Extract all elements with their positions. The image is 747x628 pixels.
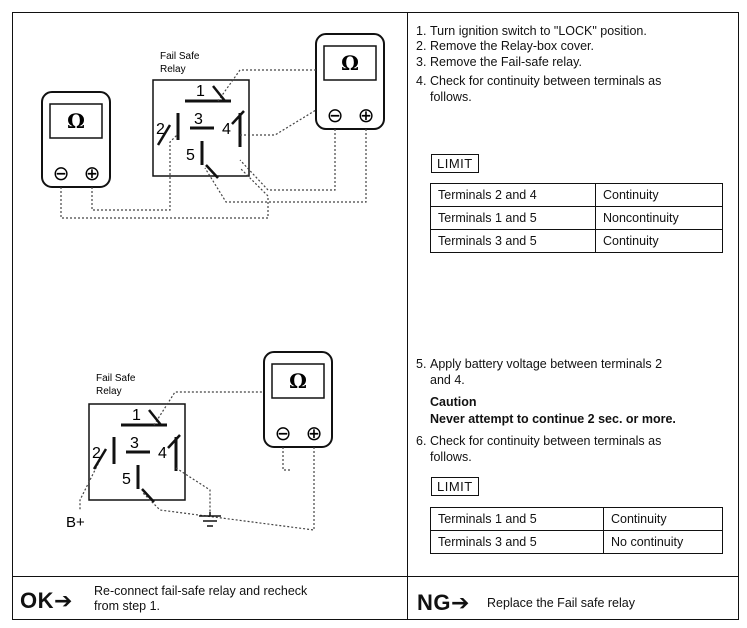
result-cell: Noncontinuity [595,206,723,230]
terminal-4-label: 4 [222,121,231,138]
caution-title: Caution [430,395,477,409]
continuity-table-2: Terminals 1 and 5 Continuity Terminals 3… [430,507,723,554]
plus-terminal-icon: ⊕ [84,161,101,185]
table-row: Terminals 1 and 5 Continuity [430,507,723,531]
ng-label: NG➔ [417,590,470,615]
ohmmeter-bottom: Ω ⊖ ⊕ [263,351,333,448]
result-cell: Continuity [603,507,723,531]
limit-badge: LIMIT [431,154,479,173]
result-cell: Continuity [595,229,723,253]
step-1: 1.Turn ignition switch to "LOCK" positio… [416,24,647,38]
terminal-4-label: 4 [158,445,167,462]
ng-text: Replace the Fail safe relay [487,596,635,610]
terminal-1-label: 1 [132,407,141,424]
limit-badge: LIMIT [431,477,479,496]
ok-text: Re-connect fail-safe relay and recheck f… [94,584,308,613]
minus-terminal-icon: ⊖ [327,103,344,127]
table-row: Terminals 3 and 5 No continuity [430,530,723,554]
ohm-icon: Ω [289,369,307,393]
ohm-icon: Ω [67,109,85,133]
terminal-2-label: 2 [156,121,165,138]
ok-label: OK➔ [20,588,73,613]
terminal-5-label: 5 [186,147,195,164]
ohm-icon: Ω [341,51,359,75]
relay-label: Fail Safe [160,51,200,62]
relay-label: Fail Safe [96,373,136,384]
terminal-3-label: 3 [194,111,203,128]
result-cell: No continuity [603,530,723,554]
step-2: 2.Remove the Relay-box cover. [416,39,594,53]
step-6: 6.Check for continuity between terminals… [416,434,662,448]
table-row: Terminals 3 and 5 Continuity [430,229,723,253]
relay-label: Relay [96,386,122,397]
terminal-2-label: 2 [92,445,101,462]
minus-terminal-icon: ⊖ [275,421,292,445]
caution-text: Never attempt to continue 2 sec. or more… [430,412,676,426]
ohmmeter-left: Ω ⊖ ⊕ [41,91,111,188]
result-cell: Continuity [595,183,723,207]
terminals-cell: Terminals 1 and 5 [430,206,596,230]
terminals-cell: Terminals 1 and 5 [430,507,604,531]
continuity-table-1: Terminals 2 and 4 Continuity Terminals 1… [430,183,723,253]
plus-terminal-icon: ⊕ [358,103,375,127]
terminal-3-label: 3 [130,435,139,452]
page-frame [12,12,739,620]
terminals-cell: Terminals 3 and 5 [430,530,604,554]
footer-divider [12,576,739,577]
relay-label: Relay [160,64,186,75]
table-row: Terminals 1 and 5 Noncontinuity [430,206,723,230]
minus-terminal-icon: ⊖ [53,161,70,185]
battery-label: B+ [66,514,85,531]
step-5: 5.Apply battery voltage between terminal… [416,357,663,371]
terminal-5-label: 5 [122,471,131,488]
step-4-cont: follows. [430,90,472,104]
step-3: 3.Remove the Fail-safe relay. [416,55,582,69]
table-row: Terminals 2 and 4 Continuity [430,183,723,207]
step-6-cont: follows. [430,450,472,464]
step-5-cont: and 4. [430,373,465,387]
column-divider [407,12,408,620]
plus-terminal-icon: ⊕ [306,421,323,445]
ohmmeter-right: Ω ⊖ ⊕ [315,33,385,130]
terminals-cell: Terminals 2 and 4 [430,183,596,207]
terminal-1-label: 1 [196,83,205,100]
step-4: 4.Check for continuity between terminals… [416,74,662,88]
ground-icon [199,512,221,527]
terminals-cell: Terminals 3 and 5 [430,229,596,253]
